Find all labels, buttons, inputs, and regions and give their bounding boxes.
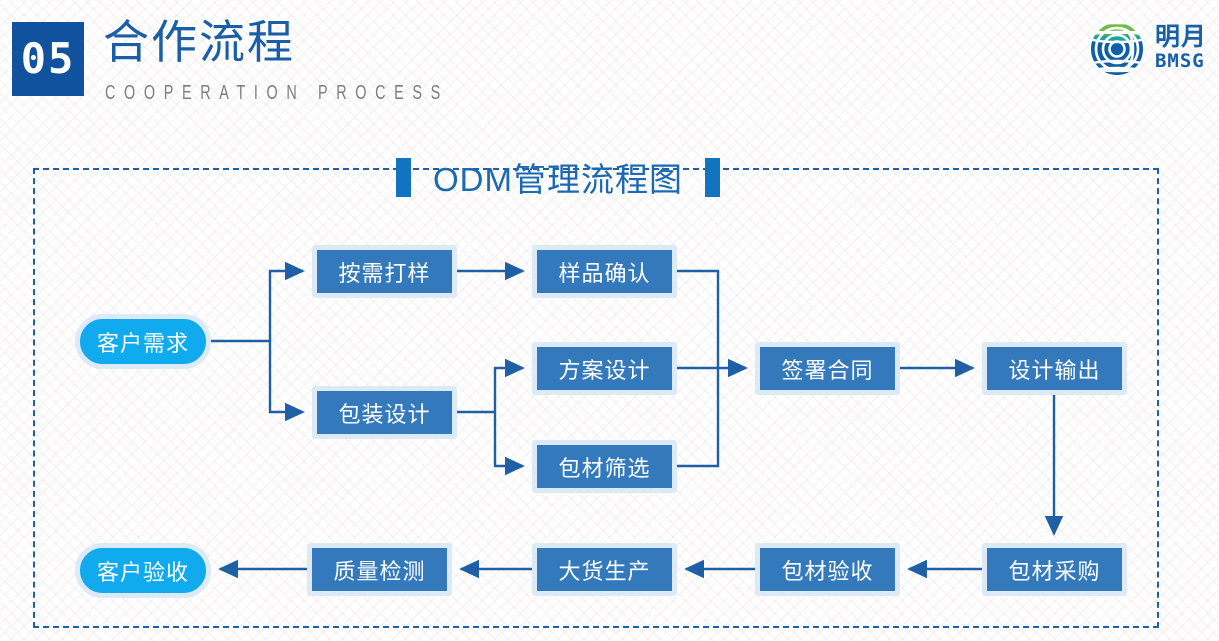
wire-pkg-to-screening [493,412,525,476]
logo-name-en: BMSG [1154,50,1205,72]
flow-node-scheme-design[interactable]: 方案设计 [532,342,677,395]
logo-name-cn: 明月 [1154,23,1207,51]
flow-node-package-design[interactable]: 包装设计 [312,386,457,439]
chart-title-group: ODM管理流程图 [396,152,816,202]
flow-node-quality-inspection[interactable]: 质量检测 [307,543,452,596]
wire-req-to-sampling [268,261,305,341]
flow-node-label: 客户需求 [96,330,189,356]
brand-logo: 明月 BMSG [1086,16,1207,80]
wire-screening-merge [677,368,720,468]
flow-node-customer-requirement[interactable]: 客户需求 [75,314,211,369]
flow-node-label: 包材采购 [1008,558,1101,584]
flow-node-label: 按需打样 [338,260,431,286]
flow-node-label: 质量检测 [333,558,426,584]
wire-pkg-to-scheme [493,358,525,412]
flow-node-sampling-on-demand[interactable]: 按需打样 [312,245,457,298]
flow-node-material-purchase[interactable]: 包材采购 [982,543,1127,596]
section-number: 05 [20,34,76,83]
flow-node-design-output[interactable]: 设计输出 [982,342,1127,395]
flow-node-label: 方案设计 [558,357,651,383]
page-title: 合作流程 [103,15,295,69]
section-number-badge: 05 [12,22,84,96]
flow-node-material-acceptance[interactable]: 包材验收 [755,543,900,596]
title-accent-bar-right [705,157,720,197]
flow-node-sample-confirmation[interactable]: 样品确认 [532,245,677,298]
flow-node-label: 客户验收 [96,559,189,585]
globe-rings-icon [1088,21,1145,77]
flow-node-customer-acceptance[interactable]: 客户验收 [75,543,211,598]
flow-node-label: 大货生产 [558,558,651,584]
flow-node-bulk-production[interactable]: 大货生产 [532,543,677,596]
title-accent-bar-left [396,157,411,197]
flow-node-label: 样品确认 [558,260,651,286]
wire-confirm-merge [677,269,720,368]
chart-title: ODM管理流程图 [433,161,683,198]
flow-node-label: 包材验收 [781,558,874,584]
flow-node-material-screening[interactable]: 包材筛选 [532,440,677,493]
flow-node-sign-contract[interactable]: 签署合同 [755,342,900,395]
wire-req-to-package [268,341,305,422]
flowchart-panel [33,168,1159,628]
flow-node-label: 包材筛选 [558,455,651,481]
flow-node-label: 签署合同 [781,357,874,383]
flow-node-label: 包装设计 [338,401,431,427]
page-subtitle: COOPERATION PROCESS [105,82,449,104]
flow-node-label: 设计输出 [1008,357,1101,383]
